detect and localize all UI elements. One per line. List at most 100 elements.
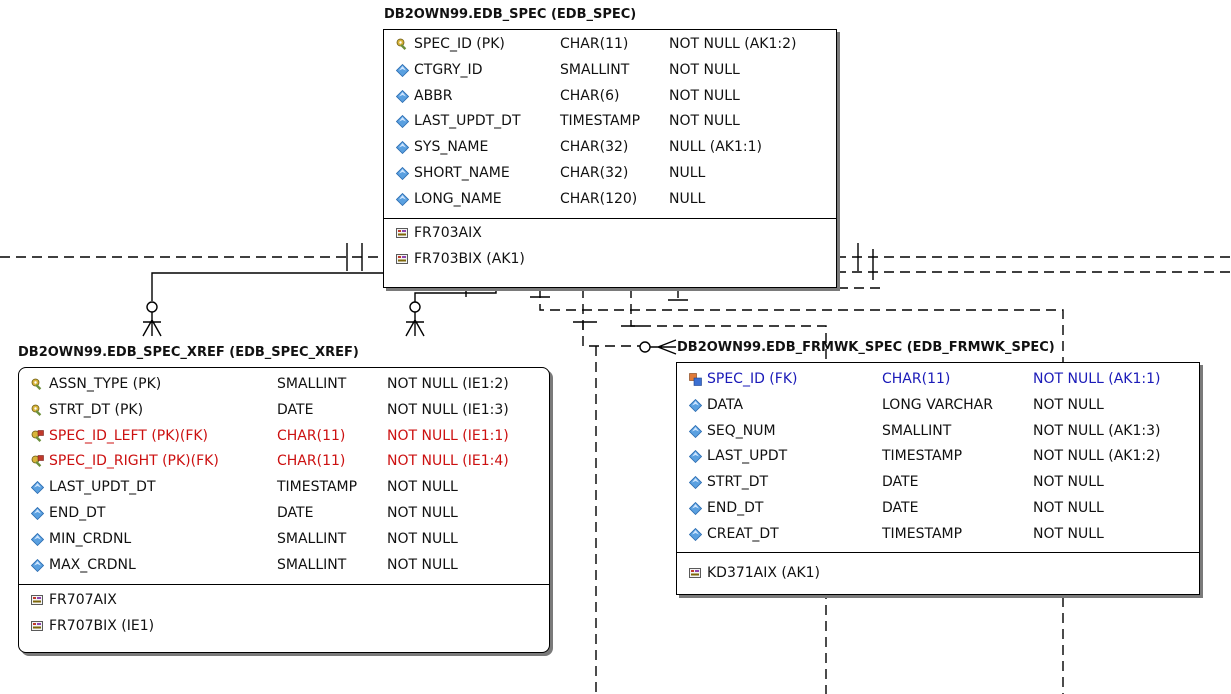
column-diamond-icon — [31, 507, 44, 520]
column-diamond-icon — [31, 481, 44, 495]
column-name: CTGRY_ID — [414, 61, 483, 78]
index-row[interactable]: FR707BIX (IE1) — [19, 616, 549, 636]
index-icon — [31, 621, 43, 631]
column-diamond-icon — [689, 502, 702, 515]
column-row[interactable]: ASSN_TYPE (PK) SMALLINT NOT NULL (IE1:2) — [19, 374, 549, 394]
column-type: SMALLINT — [560, 61, 630, 78]
column-type: DATE — [277, 401, 314, 418]
column-constraint: NOT NULL (AK1:2) — [669, 36, 797, 52]
column-name: ABBR — [414, 87, 453, 104]
column-constraint: NOT NULL — [669, 87, 740, 104]
column-constraint: NOT NULL (IE1:1) — [387, 427, 509, 444]
column-diamond-icon — [689, 476, 702, 490]
column-type: TIMESTAMP — [277, 479, 358, 496]
column-diamond-icon — [396, 167, 409, 180]
column-type: SMALLINT — [277, 556, 347, 573]
entity-edb-spec-xref[interactable]: ASSN_TYPE (PK) SMALLINT NOT NULL (IE1:2) ST… — [18, 367, 550, 653]
column-diamond-icon — [396, 141, 409, 155]
column-constraint: NOT NULL — [387, 530, 458, 547]
column-type: LONG VARCHAR — [882, 396, 993, 413]
index-name: FR703AIX — [414, 225, 482, 241]
index-row[interactable]: FR707AIX — [19, 590, 549, 610]
column-constraint: NOT NULL (AK1:1) — [1033, 371, 1161, 387]
column-type: CHAR(11) — [277, 453, 346, 470]
column-name: LONG_NAME — [414, 190, 502, 207]
column-name: STRT_DT (PK) — [49, 401, 144, 418]
crows-foot — [405, 312, 425, 337]
optional-circle — [146, 301, 158, 313]
column-name: SEQ_NUM — [707, 422, 776, 439]
cardinality-bar — [857, 243, 874, 280]
primary-foreign-key-icon — [31, 429, 44, 442]
column-row[interactable]: SEQ_NUM SMALLINT NOT NULL (AK1:3) — [677, 421, 1199, 441]
column-constraint: NOT NULL — [1033, 525, 1104, 542]
column-constraint: NULL (AK1:1) — [669, 139, 762, 156]
column-diamond-icon — [396, 89, 409, 103]
column-type: CHAR(11) — [560, 36, 629, 52]
column-type: DATE — [882, 474, 919, 491]
column-name: SHORT_NAME — [414, 165, 510, 181]
entity-edb-frmwk-spec[interactable]: SPEC_ID (FK)CHAR(11)NOT NULL (AK1:1)DATA… — [676, 362, 1200, 595]
column-type: DATE — [277, 505, 314, 521]
column-constraint: NOT NULL — [1033, 500, 1104, 516]
column-name: LAST_UPDT_DT — [49, 479, 156, 496]
column-diamond-icon — [689, 398, 702, 412]
column-constraint: NOT NULL (AK1:3) — [1033, 422, 1161, 439]
column-constraint: NOT NULL — [387, 479, 458, 496]
column-constraint: NOT NULL (AK1:2) — [1033, 448, 1161, 465]
column-name: SPEC_ID (PK) — [414, 36, 505, 52]
index-name: FR707BIX (IE1) — [49, 618, 155, 634]
column-row[interactable]: STRT_DT DATE NOT NULL — [677, 472, 1199, 492]
index-row[interactable]: FR703BIX (AK1) — [384, 249, 836, 269]
index-name: KD371AIX (AK1) — [707, 565, 821, 581]
column-row[interactable]: SPEC_ID (PK) CHAR(11) NOT NULL (AK1:2) — [384, 34, 836, 54]
optional-circle — [639, 341, 651, 353]
column-type: TIMESTAMP — [560, 113, 641, 130]
column-constraint: NULL — [669, 165, 706, 181]
column-constraint: NOT NULL (IE1:2) — [387, 376, 509, 392]
primary-foreign-key-icon — [31, 455, 44, 468]
column-diamond-icon — [396, 115, 409, 129]
column-constraint: NOT NULL — [1033, 474, 1104, 491]
column-diamond-icon — [689, 450, 702, 464]
column-row[interactable]: SPEC_ID_RIGHT (PK)(FK)CHAR(11)NOT NULL (… — [19, 451, 549, 471]
index-icon — [396, 254, 408, 264]
index-row[interactable]: KD371AIX (AK1) — [677, 563, 1199, 583]
column-constraint: NOT NULL — [1033, 396, 1104, 413]
column-type: SMALLINT — [277, 376, 347, 392]
column-type: CHAR(11) — [882, 371, 951, 387]
column-name: DATA — [707, 396, 744, 413]
column-name: MAX_CRDNL — [49, 556, 136, 573]
column-name: STRT_DT — [707, 474, 769, 491]
column-type: SMALLINT — [882, 422, 952, 439]
column-diamond-icon — [31, 532, 44, 546]
column-type: CHAR(120) — [560, 190, 638, 207]
column-row[interactable]: LONG_NAME CHAR(120) NULL — [384, 189, 836, 209]
column-type: TIMESTAMP — [882, 525, 963, 542]
column-name: LAST_UPDT — [707, 448, 788, 465]
column-row[interactable]: LAST_UPDT_DT TIMESTAMP NOT NULL — [19, 477, 549, 497]
column-row[interactable]: SPEC_ID (FK)CHAR(11)NOT NULL (AK1:1) — [677, 369, 1199, 389]
index-name: FR707AIX — [49, 592, 117, 608]
index-row[interactable]: FR703AIX — [384, 223, 836, 243]
column-name: ASSN_TYPE (PK) — [49, 376, 162, 392]
column-row[interactable]: DATA LONG VARCHAR NOT NULL — [677, 395, 1199, 415]
column-name: SPEC_ID_LEFT (PK)(FK) — [49, 427, 209, 444]
column-name: SPEC_ID_RIGHT (PK)(FK) — [49, 453, 219, 470]
column-constraint: NULL — [669, 190, 706, 207]
column-row[interactable]: SPEC_ID_LEFT (PK)(FK)CHAR(11)NOT NULL (I… — [19, 426, 549, 446]
column-name: END_DT — [707, 500, 764, 516]
entity-edb-spec[interactable]: SPEC_ID (PK) CHAR(11) NOT NULL (AK1:2) CTGR… — [383, 29, 837, 288]
